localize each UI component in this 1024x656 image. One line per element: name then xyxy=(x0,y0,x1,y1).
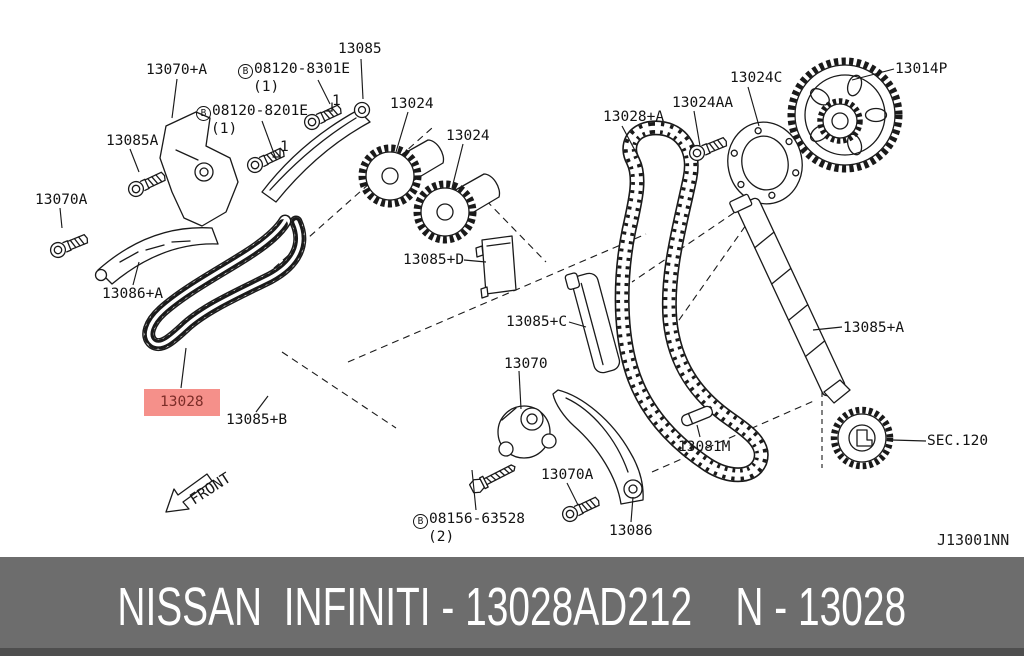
timing-chain-13028 xyxy=(142,214,307,351)
part-label-13024-lower: 13024 xyxy=(446,128,490,144)
part-label-13085: 13085 xyxy=(338,41,382,57)
part-label-13070: 13070 xyxy=(504,356,548,372)
part-label-sec-120: SEC.120 xyxy=(927,433,989,449)
camshaft-vtc-sprocket-13014P xyxy=(787,57,903,173)
timing-chain-13028A xyxy=(614,120,769,483)
circled-b-icon: B xyxy=(196,106,211,122)
tensioner-guide-13085-plus-C xyxy=(564,272,621,374)
sprocket-plate-13024C xyxy=(727,121,803,205)
footer-banner-text: NISSAN INFINITI - 13028AD212 N - 13028 xyxy=(117,576,907,637)
part-qty: (2) xyxy=(428,529,455,546)
front-direction-arrow: FRONT xyxy=(165,469,234,513)
chain-tensioner-13070 xyxy=(497,405,557,459)
leader-lines xyxy=(59,58,927,523)
part-label-13085-plus-A: 13085+A xyxy=(843,320,905,336)
chain-guide-13086-plus-A xyxy=(94,227,219,285)
screw-08156-63528 xyxy=(467,459,519,496)
chain-guard-13085-plus-D xyxy=(475,235,517,299)
part-label-13028-plus-A: 13028+A xyxy=(603,109,665,125)
part-label-13024C: 13024C xyxy=(730,70,783,86)
part-qty: (1) xyxy=(211,121,238,138)
camshaft-sprocket-13024-upper xyxy=(358,139,445,208)
part-label-13024-upper: 13024 xyxy=(390,96,434,112)
guide-foot-bracket xyxy=(823,379,851,404)
part-label-13086-plus-A: 13086+A xyxy=(102,286,164,302)
part-label-callout-1-lower: 1 xyxy=(280,139,289,155)
camshaft-sprocket-13024-lower xyxy=(413,173,501,244)
chain-tensioner-13070-plus-A xyxy=(159,111,239,227)
chain-guide-13085-plus-A xyxy=(729,193,846,397)
footer-banner: NISSAN INFINITI - 13028AD212 N - 13028 xyxy=(0,557,1024,656)
bolt-13024AA xyxy=(686,133,730,164)
part-label-13086: 13086 xyxy=(609,523,653,539)
part-label-13085-plus-D: 13085+D xyxy=(403,252,465,268)
chain-guide-13085 xyxy=(261,101,371,203)
part-label-13014P: 13014P xyxy=(895,61,948,77)
dowel-pin-13081M xyxy=(680,405,714,427)
part-label-13024AA: 13024AA xyxy=(672,95,734,111)
part-label-13070A-lower: 13070A xyxy=(541,467,594,483)
front-label: FRONT xyxy=(186,469,234,509)
part-label-callout-1-upper: 1 xyxy=(332,93,341,109)
part-label-13085A: 13085A xyxy=(106,133,159,149)
timing-chain-diagram: FRONT xyxy=(47,57,927,525)
part-label-13070A-upper: 13070A xyxy=(35,192,88,208)
circled-b-icon: B xyxy=(238,64,253,80)
circled-b-icon: B xyxy=(413,514,428,530)
part-label-13081M: 13081M xyxy=(678,439,731,455)
part-label-13085-plus-B: 13085+B xyxy=(226,412,288,428)
bolt-13070A-upper xyxy=(47,230,91,261)
bolt-13085A xyxy=(125,168,169,200)
part-qty: (1) xyxy=(253,79,280,96)
part-label-13070-plus-A: 13070+A xyxy=(146,62,208,78)
crankshaft-sprocket-sec120 xyxy=(830,406,894,470)
chain-guide-13086 xyxy=(552,389,644,505)
diagram-code: J13001NN xyxy=(937,531,1010,549)
part-label-13028: 13028 xyxy=(144,389,220,417)
part-label-13085-plus-C: 13085+C xyxy=(506,314,568,330)
bolt-13070A-lower xyxy=(559,493,603,525)
